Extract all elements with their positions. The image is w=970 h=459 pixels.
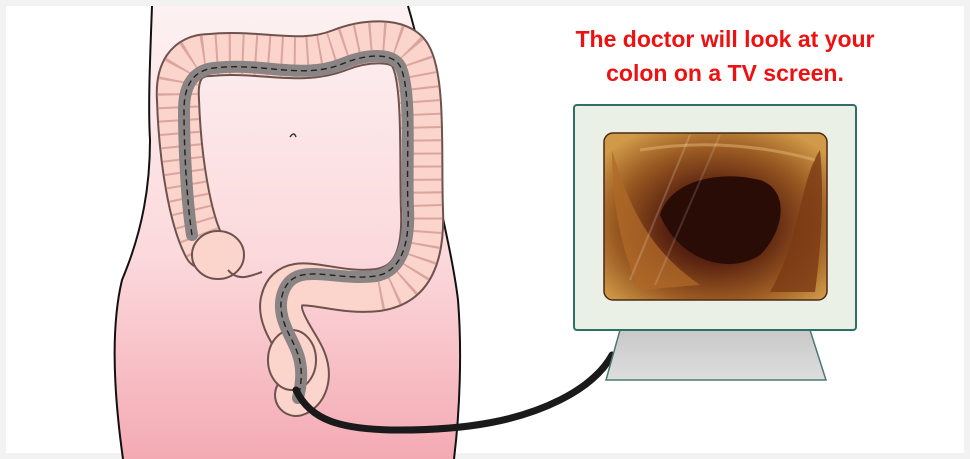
tv-monitor	[574, 105, 856, 380]
cecum	[192, 231, 244, 279]
caption-line-1: The doctor will look at your	[520, 22, 930, 56]
monitor-stand	[606, 330, 826, 380]
caption-line-2: colon on a TV screen.	[520, 56, 930, 90]
caption-text: The doctor will look at your colon on a …	[520, 22, 930, 90]
